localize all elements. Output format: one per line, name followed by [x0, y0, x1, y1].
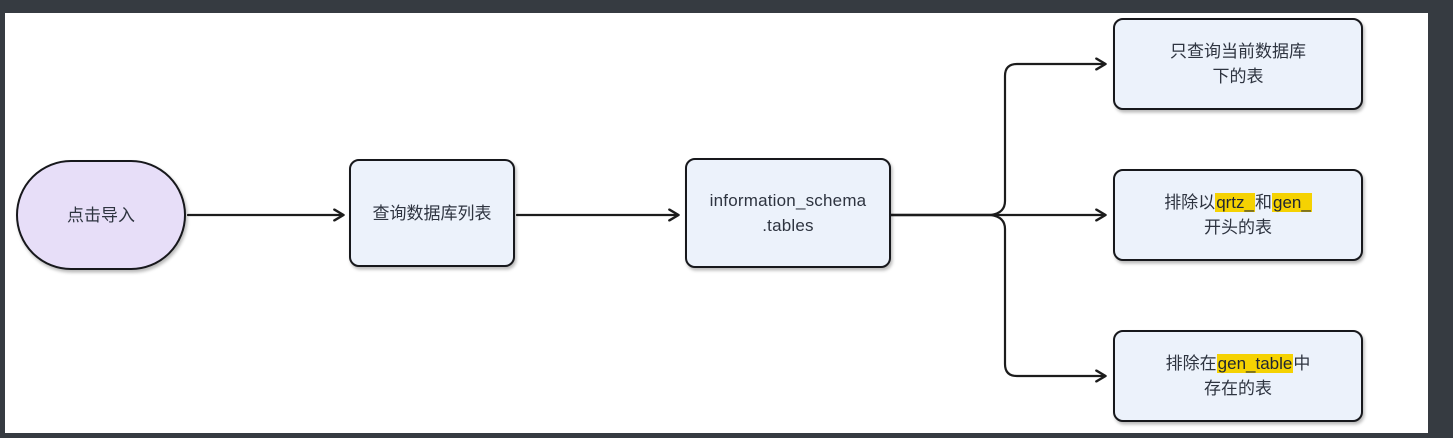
- node-information-schema-tables: information_schema .tables: [685, 158, 891, 268]
- node-only-current-db-line1: 只查询当前数据库: [1170, 42, 1306, 61]
- node-information-schema-line1: information_schema: [709, 191, 867, 210]
- exclude-gen-table-text-2: 中: [1293, 354, 1311, 373]
- exclude-prefix-highlight-qrtz: qrtz_: [1215, 193, 1255, 212]
- node-information-schema-line2: .tables: [762, 216, 814, 235]
- edge-infoschema-to-excludegentable: [889, 213, 1105, 376]
- exclude-prefix-text-1: 排除以: [1164, 193, 1216, 212]
- node-only-current-db-line2: 下的表: [1212, 67, 1264, 86]
- node-only-current-db: 只查询当前数据库 下的表: [1113, 18, 1363, 110]
- node-exclude-prefix-line2: 开头的表: [1204, 218, 1272, 237]
- node-start: 点击导入: [16, 160, 186, 270]
- edge-infoschema-to-onlycurrent: [889, 64, 1105, 217]
- node-exclude-gen-table-line1: 排除在gen_table中: [1115, 351, 1361, 376]
- exclude-prefix-text-2: 和: [1254, 193, 1272, 212]
- node-exclude-gen-table: 排除在gen_table中 存在的表: [1113, 330, 1363, 422]
- node-exclude-gen-table-line2: 存在的表: [1204, 379, 1272, 398]
- exclude-prefix-highlight-gen: gen_: [1271, 193, 1312, 212]
- node-query-db-list: 查询数据库列表: [349, 159, 515, 267]
- node-exclude-prefix-line1: 排除以qrtz_和gen_: [1115, 190, 1361, 215]
- node-exclude-prefix: 排除以qrtz_和gen_ 开头的表: [1113, 169, 1363, 261]
- exclude-gen-table-highlight: gen_table: [1216, 354, 1294, 373]
- node-query-db-list-label: 查询数据库列表: [372, 203, 492, 223]
- diagram-canvas: 点击导入 查询数据库列表 information_schema .tables …: [5, 13, 1428, 433]
- exclude-gen-table-text-1: 排除在: [1165, 354, 1217, 373]
- node-start-label: 点击导入: [67, 205, 135, 225]
